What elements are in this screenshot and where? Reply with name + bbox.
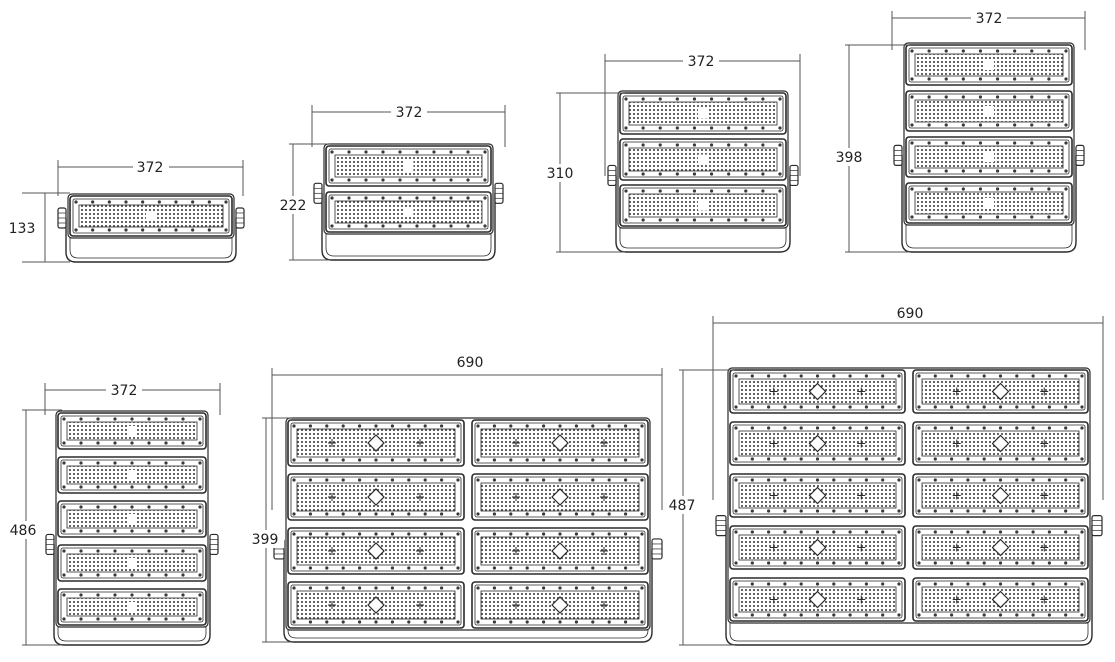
led-module bbox=[905, 44, 1073, 86]
width-dimension: 372 bbox=[57, 158, 244, 196]
led-module bbox=[905, 136, 1073, 178]
housing bbox=[903, 42, 1075, 226]
width-label: 372 bbox=[137, 160, 164, 176]
side-knob bbox=[494, 182, 504, 204]
fixture-3-module: 372 310 bbox=[543, 52, 801, 253]
led-module bbox=[471, 527, 649, 575]
led-module bbox=[729, 473, 906, 518]
side-knob bbox=[651, 538, 663, 560]
fixture-8-module: 690 399 bbox=[248, 355, 663, 643]
width-dimension: 372 bbox=[891, 9, 1086, 50]
width-label: 372 bbox=[976, 11, 1003, 27]
fixture-2-module: 372 222 bbox=[276, 103, 506, 261]
led-module bbox=[912, 421, 1089, 466]
led-module bbox=[287, 527, 465, 575]
led-module bbox=[57, 500, 207, 538]
height-label: 486 bbox=[10, 523, 37, 539]
mounting-bracket bbox=[901, 155, 1077, 253]
led-module bbox=[619, 138, 787, 181]
width-dimension: 372 bbox=[311, 103, 506, 147]
led-module bbox=[912, 525, 1089, 570]
height-label: 310 bbox=[547, 166, 574, 182]
side-knob bbox=[57, 207, 67, 229]
side-knob bbox=[45, 533, 55, 556]
fixture-10-body bbox=[715, 367, 1103, 646]
led-module bbox=[729, 421, 906, 466]
led-module bbox=[287, 473, 465, 521]
height-dimension: 487 bbox=[664, 369, 735, 646]
fixture-1-module: 372 133 bbox=[8, 158, 245, 263]
height-label: 399 bbox=[252, 532, 279, 548]
height-label: 398 bbox=[836, 150, 863, 166]
led-module bbox=[729, 525, 906, 570]
led-module bbox=[57, 588, 207, 626]
width-dimension: 372 bbox=[604, 52, 801, 176]
width-label: 372 bbox=[111, 383, 138, 399]
led-module bbox=[912, 473, 1089, 518]
fixture-8-body bbox=[273, 417, 663, 643]
fixture-3-body bbox=[607, 90, 799, 253]
width-label: 372 bbox=[688, 54, 715, 70]
fixture-4-body bbox=[893, 42, 1085, 253]
width-label: 690 bbox=[897, 306, 924, 322]
mounting-bracket bbox=[53, 544, 211, 646]
width-dimension: 690 bbox=[271, 355, 663, 510]
width-dimension: 690 bbox=[712, 306, 1104, 500]
led-module bbox=[619, 184, 787, 227]
mounting-bracket bbox=[65, 218, 237, 263]
led-module bbox=[57, 412, 207, 450]
mounting-bracket bbox=[283, 548, 653, 643]
led-module bbox=[471, 473, 649, 521]
fixture-10-module: 690 487 bbox=[664, 306, 1104, 646]
led-module bbox=[912, 369, 1089, 414]
led-module bbox=[729, 369, 906, 414]
fixture-5-body bbox=[45, 410, 219, 646]
mounting-bracket bbox=[615, 175, 791, 253]
led-module bbox=[905, 182, 1073, 224]
led-module bbox=[57, 456, 207, 494]
led-module bbox=[287, 581, 465, 629]
led-module bbox=[912, 577, 1089, 622]
side-knob bbox=[1091, 515, 1103, 537]
height-dimension: 399 bbox=[248, 417, 292, 643]
side-knob bbox=[715, 515, 727, 537]
side-knob bbox=[313, 182, 323, 204]
height-label: 487 bbox=[669, 498, 696, 514]
led-module bbox=[57, 544, 207, 582]
side-knob bbox=[893, 144, 903, 166]
width-label: 690 bbox=[457, 355, 484, 371]
led-module bbox=[619, 92, 787, 135]
fixture-1-body bbox=[57, 193, 245, 263]
width-dimension: 372 bbox=[44, 381, 221, 415]
led-module bbox=[471, 581, 649, 629]
height-label: 222 bbox=[280, 198, 307, 214]
height-dimension: 133 bbox=[8, 192, 70, 263]
fixture-2-body bbox=[313, 143, 504, 261]
led-module bbox=[325, 145, 492, 187]
width-label: 372 bbox=[396, 105, 423, 121]
height-dimension: 398 bbox=[832, 44, 910, 253]
height-label: 133 bbox=[9, 221, 36, 237]
led-module bbox=[471, 419, 649, 467]
led-module bbox=[729, 577, 906, 622]
side-knob bbox=[235, 207, 245, 229]
mounting-bracket bbox=[725, 525, 1093, 646]
led-module bbox=[69, 195, 233, 237]
mounting-bracket bbox=[321, 193, 496, 261]
height-dimension: 486 bbox=[6, 409, 62, 646]
side-knob bbox=[607, 164, 617, 187]
side-knob bbox=[209, 533, 219, 556]
fixture-4-module: 372 398 bbox=[832, 9, 1086, 253]
side-knob bbox=[1075, 144, 1085, 166]
height-dimension: 310 bbox=[543, 92, 625, 253]
led-module bbox=[325, 191, 492, 233]
side-knob bbox=[789, 164, 799, 187]
led-module bbox=[287, 419, 465, 467]
height-dimension: 222 bbox=[276, 143, 330, 261]
fixture-5-module: 372 486 bbox=[6, 381, 221, 646]
housing bbox=[285, 417, 651, 631]
led-module bbox=[905, 90, 1073, 132]
